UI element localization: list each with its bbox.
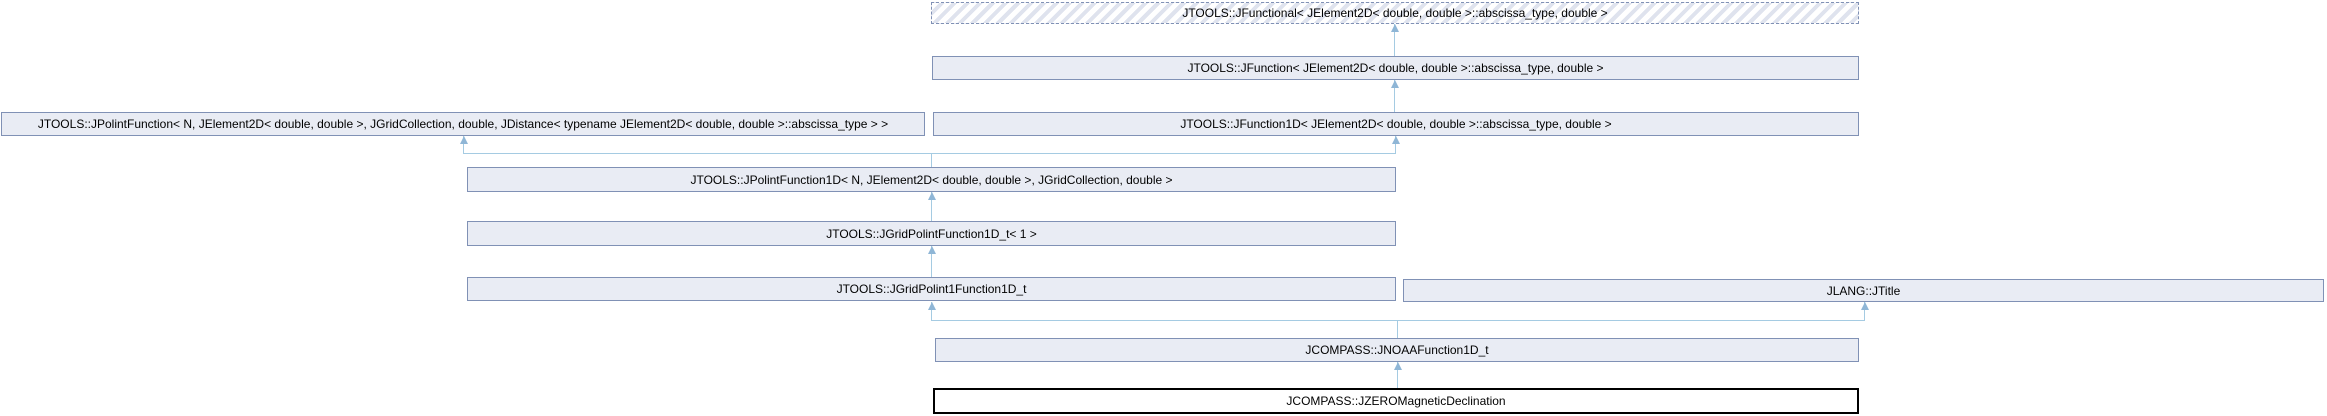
arrowhead-into-jtitle [1861,302,1869,310]
class-node-label: JTOOLS::JPolintFunction1D< N, JElement2D… [690,172,1173,187]
arrowhead-into-jfunctional [1391,24,1399,32]
class-node-label: JTOOLS::JFunctional< JElement2D< double,… [1182,6,1608,20]
class-node-jgridpolintfunction1d-t[interactable]: JTOOLS::JGridPolintFunction1D_t< 1 > [467,221,1396,246]
class-node-jgridpolint1function1d-t[interactable]: JTOOLS::JGridPolint1Function1D_t [467,277,1396,301]
class-node-jpolintfunction[interactable]: JTOOLS::JPolintFunction< N, JElement2D< … [1,112,925,136]
edge-junction-horizontal-jnoaafunction [931,320,1865,321]
edge-jzero-to-jnoaafunction [1397,362,1398,388]
arrowhead-into-jgridpolint1function1d-t [928,302,936,310]
class-node-jtitle[interactable]: JLANG::JTitle [1403,279,2324,302]
edge-jgridpolintfunction-to-jpolintfunction1d [931,192,932,221]
arrowhead-into-jpolintfunction1d [928,192,936,200]
class-node-jfunction[interactable]: JTOOLS::JFunction< JElement2D< double, d… [932,56,1859,80]
edge-stub-to-jfunction1d [1395,136,1396,153]
edge-riser-jpolintfunction1d [931,153,932,167]
class-node-label: JTOOLS::JPolintFunction< N, JElement2D< … [37,117,889,131]
class-node-label: JTOOLS::JFunction< JElement2D< double, d… [1187,61,1604,75]
edge-jgridpolint1function-to-jgridpolintfunction [931,246,932,277]
edge-jfunction-to-jfunctional [1394,24,1395,56]
class-node-label: JTOOLS::JFunction1D< JElement2D< double,… [1180,117,1612,131]
class-node-jzeromagneticdeclination-current: JCOMPASS::JZEROMagneticDeclination [933,388,1859,414]
edge-riser-jnoaafunction [1397,320,1398,338]
arrowhead-into-jfunction1d [1392,136,1400,144]
class-node-jpolintfunction1d[interactable]: JTOOLS::JPolintFunction1D< N, JElement2D… [467,167,1396,192]
class-node-label: JTOOLS::JGridPolintFunction1D_t< 1 > [826,226,1037,241]
edge-stub-to-jtitle [1864,302,1865,320]
class-node-jnoaafunction1d-t[interactable]: JCOMPASS::JNOAAFunction1D_t [935,338,1859,362]
class-node-label: JCOMPASS::JNOAAFunction1D_t [1305,343,1489,357]
arrowhead-into-jfunction [1391,80,1399,88]
edge-jfunction1d-to-jfunction [1394,80,1395,112]
class-node-label: JLANG::JTitle [1826,283,1901,298]
class-node-jfunctional: JTOOLS::JFunctional< JElement2D< double,… [931,2,1859,24]
class-node-jfunction1d[interactable]: JTOOLS::JFunction1D< JElement2D< double,… [933,112,1859,136]
edge-junction-horizontal-jpolintfunction1d [463,153,1396,154]
arrowhead-into-jgridpolintfunction1d-t [928,246,936,254]
edge-stub-to-jpolintfunction [463,136,464,153]
class-node-label: JTOOLS::JGridPolint1Function1D_t [836,282,1027,296]
arrowhead-into-jpolintfunction [460,136,468,144]
edge-stub-to-jgridpolint1function [931,302,932,320]
arrowhead-into-jnoaafunction1d-t [1394,362,1402,370]
class-node-label: JCOMPASS::JZEROMagneticDeclination [1286,394,1506,408]
